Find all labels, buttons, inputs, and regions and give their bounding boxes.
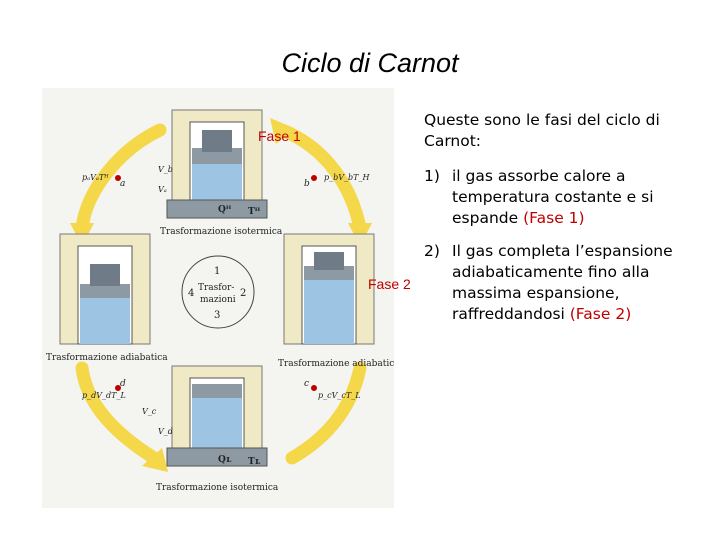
label-tl: Tʟ (248, 457, 261, 467)
center-word-1: Trasfor- (198, 283, 234, 293)
piston-top (166, 109, 268, 219)
state-pa: pₐVₐTᴴ (82, 173, 109, 182)
carnot-cycle-figure: 1 2 3 4 Trasfor- mazioni Trasformazione … (42, 88, 394, 508)
caption-top: Trasformazione isotermica (160, 227, 283, 237)
label-th: Tᴴ (248, 207, 261, 217)
caption-bottom: Trasformazione isotermica (156, 483, 279, 493)
state-a: a (120, 179, 125, 189)
label-qh: Qᴴ (218, 205, 232, 215)
state-c: c (304, 379, 309, 389)
label-vc: V_c (142, 407, 157, 416)
piston-left (59, 233, 151, 345)
list-item: 1) il gas assorbe calore a temperatura c… (424, 166, 714, 229)
item-text: Il gas completa l’espansione adiabaticam… (452, 242, 673, 323)
fase1-label: Fase 1 (258, 128, 301, 144)
intro-text: Queste sono le fasi del ciclo di Carnot: (424, 111, 660, 150)
item-number: 2) (424, 242, 440, 260)
item-tag: (Fase 1) (523, 209, 585, 227)
center-num-2: 2 (240, 288, 246, 299)
list-item: 2) Il gas completa l’espansione adiabati… (424, 241, 714, 325)
center-num-4: 4 (188, 288, 194, 299)
state-pd: p_dV_dT_L (82, 391, 126, 400)
state-pb: p_bV_bT_H (324, 173, 370, 182)
state-pc: p_cV_cT_L (318, 391, 361, 400)
item-tag: (Fase 2) (569, 305, 632, 323)
state-d: d (120, 379, 126, 389)
cycle-arrows (75, 123, 367, 465)
label-vb: V_b (158, 165, 173, 174)
piston-right (283, 233, 375, 345)
description-text: Queste sono le fasi del ciclo di Carnot:… (424, 110, 714, 337)
label-vd: V_d (158, 427, 173, 436)
label-va: Vₐ (158, 185, 167, 194)
state-b: b (304, 179, 310, 189)
slide-title: Ciclo di Carnot (281, 48, 459, 78)
label-ql: Qʟ (218, 455, 232, 465)
caption-right: Trasformazione adiabatica (278, 359, 394, 369)
fase2-label: Fase 2 (368, 276, 411, 292)
piston-bottom (166, 365, 268, 467)
caption-left: Trasformazione adiabatica (46, 353, 168, 363)
item-text: il gas assorbe calore a temperatura cost… (452, 167, 654, 227)
center-word-2: mazioni (200, 295, 236, 305)
center-num-3: 3 (214, 310, 220, 321)
center-num-1: 1 (214, 266, 220, 277)
item-number: 1) (424, 167, 440, 185)
